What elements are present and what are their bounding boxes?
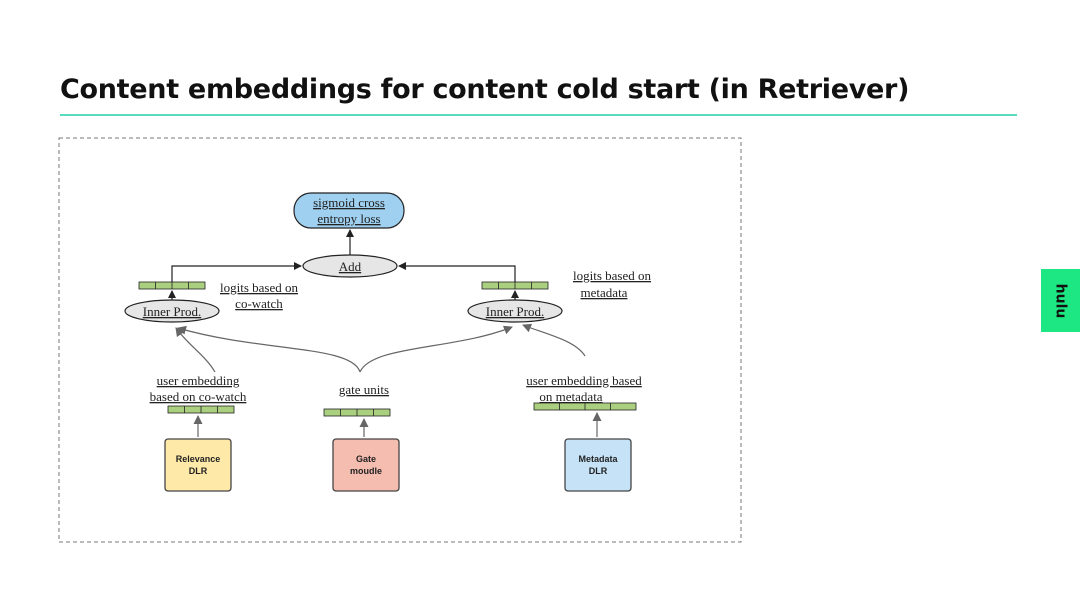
inner-prod-right-label: Inner Prod.: [486, 304, 545, 319]
logits-metadata-label-line2: metadata: [581, 285, 628, 300]
loss-label-line1: sigmoid cross: [313, 195, 385, 210]
arrow-cowatch-to-add: [171, 262, 302, 282]
metadata-dlr-box: [564, 438, 632, 492]
user-emb-cowatch-label-line2: based on co-watch: [150, 389, 247, 404]
title-underline: [60, 114, 1017, 116]
loss-node: [293, 192, 405, 229]
user-emb-metadata-label-line1: user embedding based: [526, 373, 642, 388]
metadata-dlr-label-line1: Metadata: [578, 454, 618, 464]
logits-cowatch-label-line1: logits based on: [220, 280, 298, 295]
arrow-metadata-to-add: [398, 262, 516, 282]
brand-tab: hulu: [1041, 269, 1080, 332]
inner-prod-left-label: Inner Prod.: [143, 304, 202, 319]
gate-units-vector: [323, 408, 391, 417]
add-label: Add: [339, 259, 362, 274]
loss-label-line2: entropy loss: [317, 211, 380, 226]
gate-module-label-line2: moudle: [350, 466, 382, 476]
gate-units-label: gate units: [339, 382, 389, 397]
gate-module-box: [332, 438, 400, 492]
user-emb-metadata-label-line2: on metadata: [539, 389, 602, 404]
user-emb-metadata-vector: [533, 402, 637, 411]
logits-cowatch-label-line2: co-watch: [235, 296, 283, 311]
slide-title: Content embeddings for content cold star…: [60, 74, 910, 105]
user-emb-cowatch-vector: [167, 405, 235, 414]
gate-curve-to-left-inner: [177, 325, 361, 373]
metadata-dlr-label-line2: DLR: [589, 466, 608, 476]
gate-module-label-line1: Gate: [356, 454, 376, 464]
arrow-metadata-embedding-to-inner: [522, 323, 586, 357]
diagram-frame: [58, 137, 742, 543]
user-emb-cowatch-label-line1: user embedding: [157, 373, 240, 388]
gate-curve-to-right-inner: [359, 325, 513, 373]
logits-metadata-label-line1: logits based on: [573, 268, 651, 283]
relevance-dlr-label-line2: DLR: [189, 466, 208, 476]
logits-metadata-vector: [481, 281, 549, 290]
relevance-dlr-label-line1: Relevance: [176, 454, 221, 464]
logits-cowatch-vector: [138, 281, 206, 290]
relevance-dlr-box: [164, 438, 232, 492]
arrow-cowatch-embedding-to-inner: [175, 327, 216, 373]
